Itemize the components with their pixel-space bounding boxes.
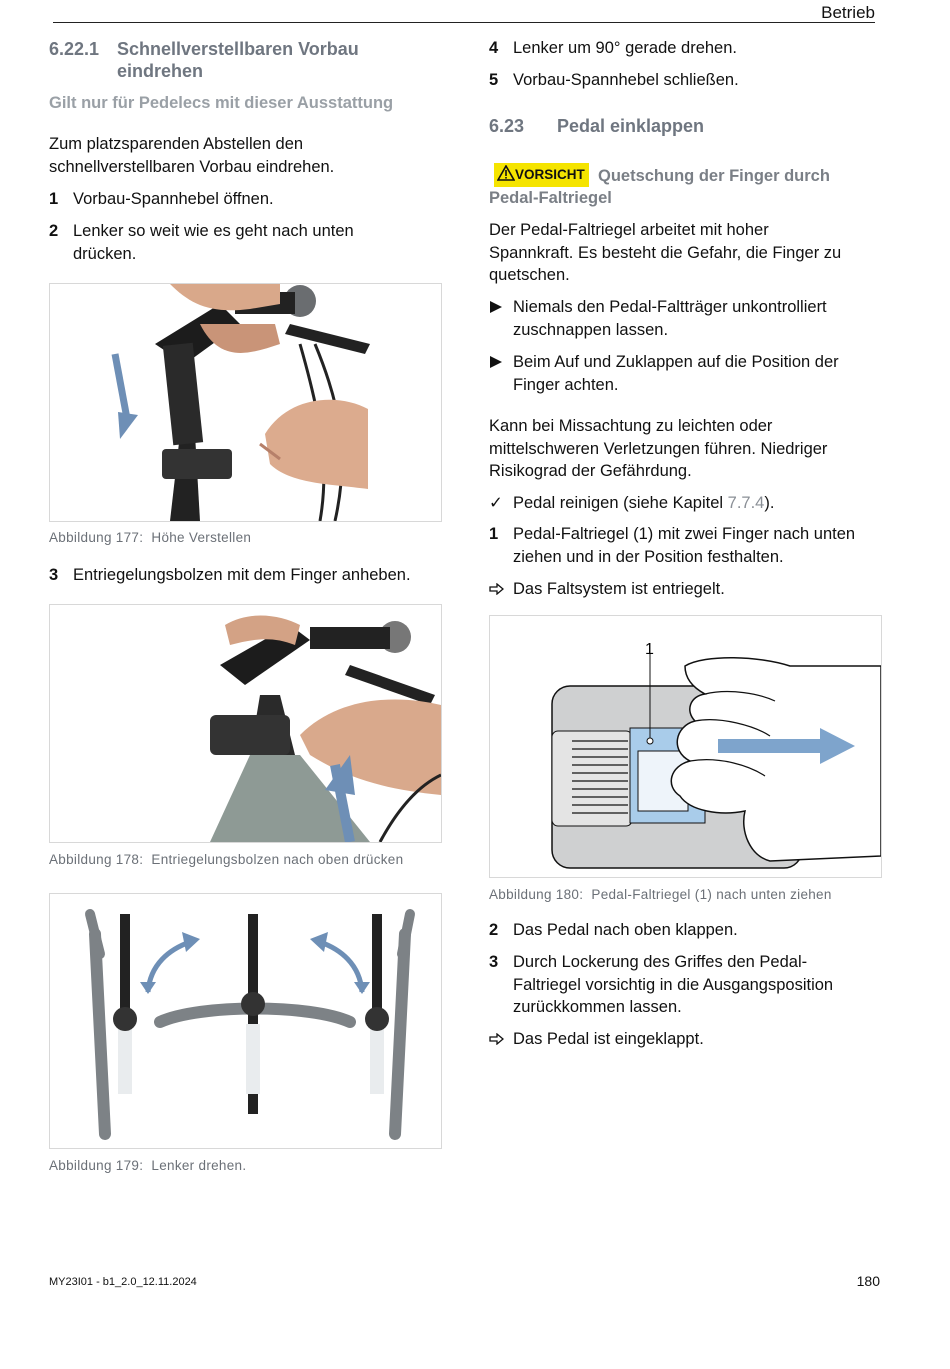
- result-text: Das Faltsystem ist entriegelt.: [513, 580, 725, 598]
- figure-180-image: 1: [489, 615, 882, 878]
- intro-line1: Zum platzsparenden Abstellen den: [49, 135, 304, 153]
- step-text: Durch Lockerung des Griffes den Pedal-Fa…: [513, 953, 834, 1016]
- bullet-text: Niemals den Pedal-Faltträger unkontrolli…: [513, 298, 827, 339]
- step-text: Das Pedal nach oben klappen.: [513, 921, 738, 939]
- warning-title-line2: Pedal-Faltriegel: [489, 189, 612, 207]
- caption-label: Abbildung 180:: [489, 887, 584, 902]
- caption-label: Abbildung 179:: [49, 1158, 144, 1173]
- triangle-bullet-icon: [489, 351, 503, 376]
- section-title-line2: eindrehen: [117, 61, 204, 81]
- bullet-text: Beim Auf und Zuklappen auf die Position …: [513, 353, 839, 394]
- prerequisite: ✓ Pedal reinigen (siehe Kapitel 7.7.4).: [489, 492, 889, 514]
- step-6-23-2: 2 Das Pedal nach oben klappen.: [489, 919, 889, 941]
- result-arrow-icon: [489, 578, 505, 602]
- applies-to-note: Gilt nur für Pedelecs mit dieser Ausstat…: [49, 94, 394, 112]
- triangle-bullet-icon: [489, 296, 503, 321]
- step-number: 3: [49, 566, 59, 584]
- step-3: 3 Entriegelungsbolzen mit dem Finger anh…: [49, 564, 459, 586]
- step-6-23-1: 1 Pedal-Faltriegel (1) mit zwei Finger n…: [489, 523, 889, 569]
- section-number: 6.22.1: [49, 39, 100, 59]
- figure-178-image: [49, 604, 442, 843]
- result-2: Das Pedal ist eingeklappt.: [489, 1028, 889, 1050]
- result-text: Das Pedal ist eingeklappt.: [513, 1030, 704, 1048]
- warning-consequence: Kann bei Missachtung zu leichten oder mi…: [489, 417, 828, 480]
- section-title-line1: Schnellverstellbaren Vorbau: [117, 39, 359, 59]
- step-number: 2: [489, 921, 499, 939]
- section-heading-6-23: 6.23 Pedal einklappen: [489, 115, 704, 137]
- section-number: 6.23: [489, 116, 525, 136]
- step-number: 3: [489, 953, 499, 971]
- prerequisite-text: Pedal reinigen (siehe Kapitel 7.7.4).: [513, 494, 775, 512]
- caption-text: Pedal-Faltriegel (1) nach unten ziehen: [591, 887, 832, 902]
- step-6-23-3: 3 Durch Lockerung des Griffes den Pedal-…: [489, 951, 889, 1019]
- figure-178-caption: Abbildung 178: Entriegelungsbolzen nach …: [49, 852, 403, 867]
- warning-triangle-icon: [496, 164, 516, 181]
- caption-text: Entriegelungsbolzen nach oben drücken: [151, 852, 404, 867]
- chapter-link[interactable]: 7.7.4: [727, 494, 765, 512]
- step-number: 2: [49, 222, 59, 240]
- figure-callout-number: 1: [645, 641, 654, 658]
- intro-text: Zum platzsparenden Abstellen den schnell…: [49, 133, 334, 178]
- step-number: 1: [49, 190, 59, 208]
- footer-doc-id: MY23I01 - b1_2.0_12.11.2024: [49, 1276, 197, 1288]
- warning-title-line1: Quetschung der Finger durch: [598, 167, 830, 185]
- running-header: Betrieb: [821, 3, 875, 22]
- step-4: 4 Lenker um 90° gerade drehen.: [489, 37, 889, 59]
- intro-line2: schnellverstellbaren Vorbau eindrehen.: [49, 157, 335, 176]
- section-heading-6-22-1: 6.22.1 Schnellverstellbaren Vorbau eindre…: [49, 38, 359, 82]
- warning-action-2: Beim Auf und Zuklappen auf die Position …: [489, 351, 889, 397]
- checkmark-icon: ✓: [489, 494, 503, 512]
- warning-badge-label: VORSICHT: [515, 167, 585, 182]
- figure-177-caption: Abbildung 177: Höhe Verstellen: [49, 530, 251, 545]
- warning-badge: VORSICHT: [494, 163, 589, 187]
- step-number: 4: [489, 39, 499, 57]
- step-1: 1 Vorbau-Spannhebel öffnen.: [49, 188, 449, 210]
- figure-177-image: [49, 283, 442, 522]
- caption-label: Abbildung 178:: [49, 852, 144, 867]
- step-text: Vorbau-Spannhebel öffnen.: [73, 190, 274, 208]
- result-1: Das Faltsystem ist entriegelt.: [489, 578, 889, 600]
- warning-text: Der Pedal-Faltriegel arbeitet mit hoher …: [489, 221, 842, 284]
- step-text: Pedal-Faltriegel (1) mit zwei Finger nac…: [513, 525, 856, 566]
- caption-label: Abbildung 177:: [49, 530, 144, 545]
- step-text: Vorbau-Spannhebel schließen.: [513, 71, 739, 89]
- header-rule: [53, 22, 875, 23]
- page-number: 180: [856, 1273, 880, 1289]
- step-number: 1: [489, 525, 499, 543]
- step-text: Lenker um 90° gerade drehen.: [513, 39, 737, 57]
- figure-180-caption: Abbildung 180: Pedal-Faltriegel (1) nach…: [489, 887, 832, 902]
- step-number: 5: [489, 71, 499, 89]
- warning-action-1: Niemals den Pedal-Faltträger unkontrolli…: [489, 296, 889, 342]
- step-5: 5 Vorbau-Spannhebel schließen.: [489, 69, 889, 91]
- step-text: Entriegelungsbolzen mit dem Finger anheb…: [73, 566, 411, 584]
- figure-179-caption: Abbildung 179: Lenker drehen.: [49, 1158, 246, 1173]
- caption-text: Höhe Verstellen: [151, 530, 252, 545]
- caption-text: Lenker drehen.: [151, 1158, 247, 1173]
- result-arrow-icon: [489, 1028, 505, 1052]
- section-title: Pedal einklappen: [557, 116, 705, 136]
- figure-179-image: [49, 893, 442, 1149]
